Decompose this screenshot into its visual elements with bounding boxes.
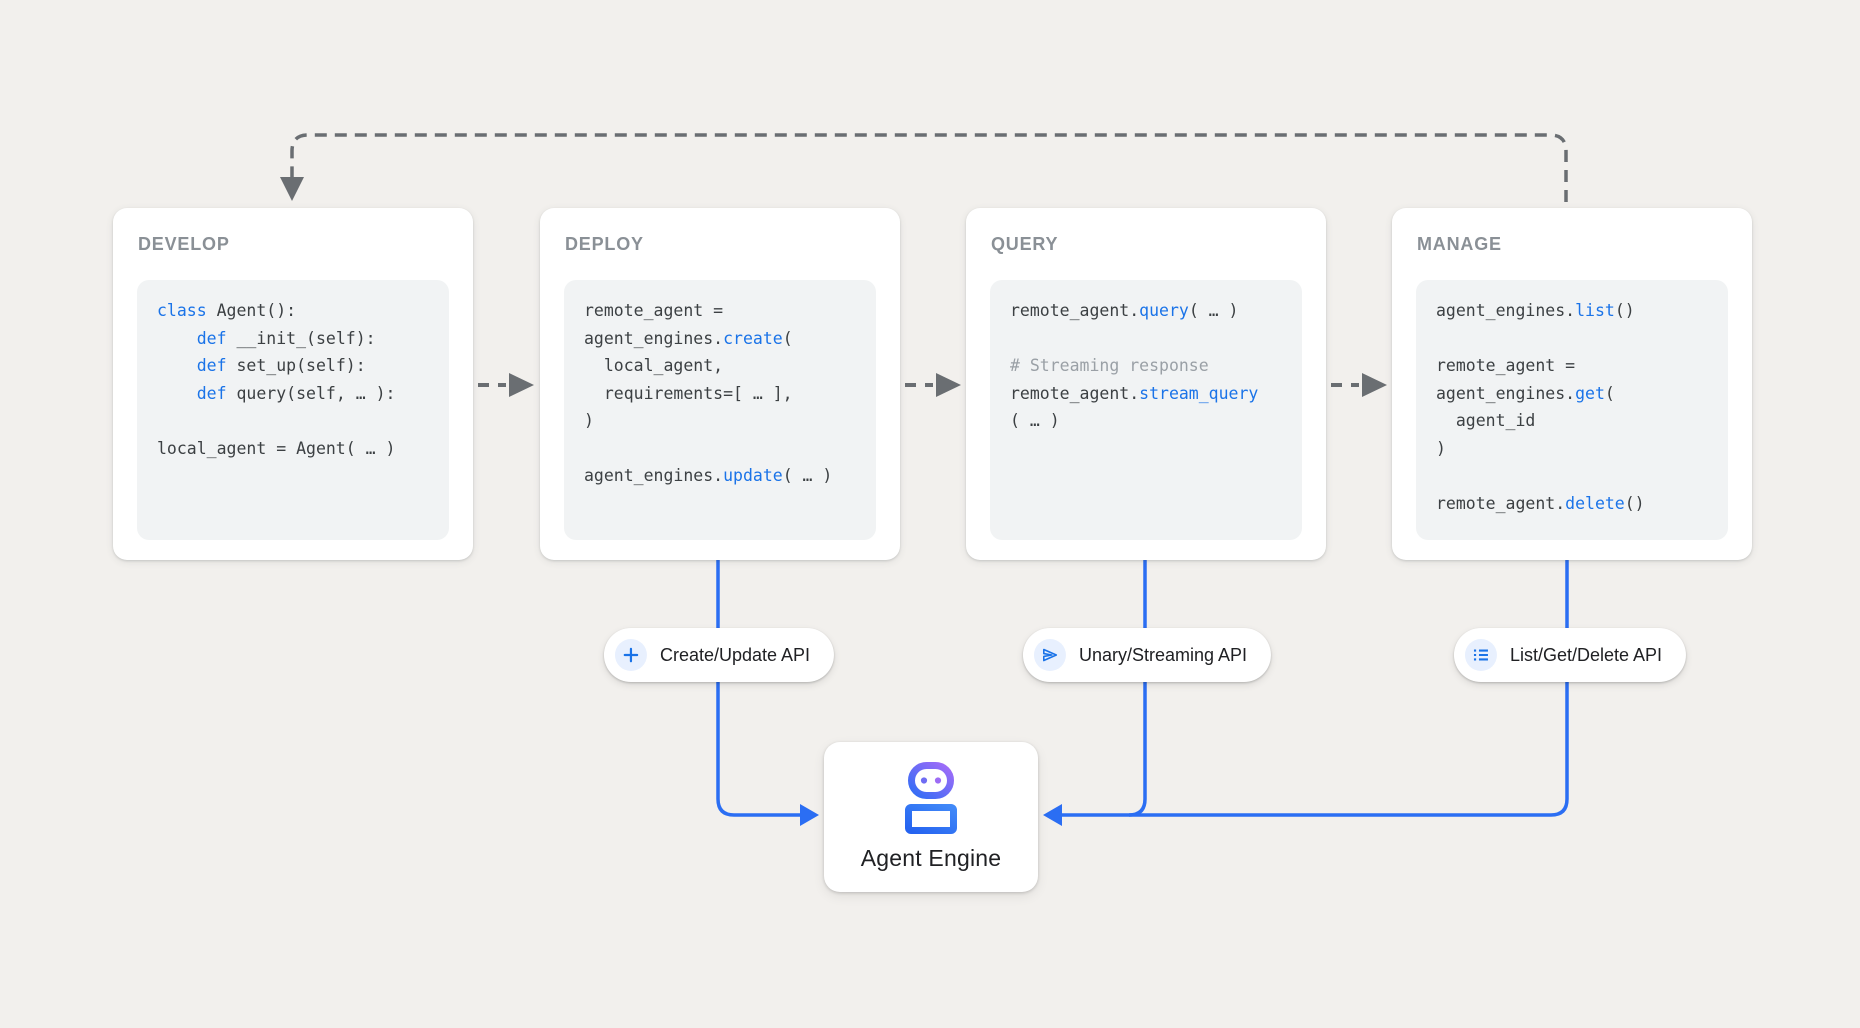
- list-icon: [1464, 639, 1497, 671]
- code-block: remote_agent = agent_engines.create( loca…: [564, 280, 876, 540]
- code-line: agent_engines.update( … ): [584, 466, 833, 485]
- panel-manage: MANAGE agent_engines.list() remote_agent…: [1392, 208, 1752, 560]
- code-line: def __init_(self):: [196, 328, 376, 348]
- code-line: local_agent = Agent( … ): [157, 438, 396, 458]
- code-line: agent_engines.list(): [1436, 301, 1635, 320]
- code-block: agent_engines.list() remote_agent = agent…: [1416, 280, 1728, 540]
- badge-create-update-api: Create/Update API: [603, 628, 835, 682]
- panel-title: MANAGE: [1417, 234, 1502, 254]
- line-query-to-engine: [1128, 560, 1147, 817]
- loop-arrow-manage-to-develop: [280, 133, 1568, 202]
- send-icon: [1033, 639, 1066, 671]
- panel-deploy: DEPLOY remote_agent = agent_engines.creat…: [540, 208, 900, 560]
- plus-icon: [614, 639, 647, 671]
- code-block: remote_agent.query( … ) # Streaming resp…: [990, 280, 1302, 540]
- code-line: ( … ): [1010, 411, 1060, 430]
- code-line: remote_agent =: [584, 301, 724, 320]
- code-line: remote_agent.delete(): [1436, 493, 1645, 513]
- agent-engine-label: Agent Engine: [860, 845, 1002, 871]
- flow-arrow-deploy-to-query: [905, 373, 961, 397]
- code-line: [1436, 462, 1708, 490]
- panel-title: DEVELOP: [138, 234, 230, 254]
- code-line: remote_agent.query( … ): [1010, 301, 1239, 320]
- code-line: agent_engines.get(: [1436, 383, 1615, 403]
- panel-develop: DEVELOP class Agent(): def __init_(self)…: [113, 208, 473, 560]
- code-line: agent_id: [1436, 411, 1536, 430]
- code-line: requirements=[ … ],: [584, 383, 793, 403]
- code-line: agent_engines.create(: [584, 328, 793, 348]
- code-block: class Agent(): def __init_(self): def se…: [137, 280, 449, 540]
- code-line: [1010, 325, 1282, 353]
- code-line: def query(self, … ):: [196, 383, 396, 403]
- code-line: def set_up(self):: [196, 356, 366, 375]
- code-line: class Agent():: [157, 301, 297, 320]
- code-line: ): [1436, 438, 1446, 458]
- code-line: [1436, 325, 1708, 353]
- agent-engine-card: Agent Engine: [824, 742, 1038, 892]
- panel-title: DEPLOY: [565, 234, 644, 254]
- badge-unary-streaming-api: Unary/Streaming API: [1022, 628, 1272, 682]
- line-deploy-to-engine: [716, 560, 819, 826]
- code-line: [157, 407, 429, 435]
- panel-title: QUERY: [991, 234, 1059, 254]
- flow-arrow-develop-to-deploy: [478, 373, 534, 397]
- line-manage-to-engine: [1043, 560, 1569, 826]
- code-line: [584, 435, 856, 463]
- panel-query: QUERY remote_agent.query( … ) # Streamin…: [966, 208, 1326, 560]
- code-line: ): [584, 411, 594, 430]
- badge-list-get-delete-api: List/Get/Delete API: [1453, 628, 1687, 682]
- badge-label: Unary/Streaming API: [1078, 644, 1248, 665]
- flow-arrow-query-to-manage: [1331, 373, 1387, 397]
- code-line: remote_agent =: [1436, 356, 1576, 375]
- robot-icon: [905, 762, 957, 834]
- badge-label: List/Get/Delete API: [1509, 644, 1663, 665]
- badge-label: Create/Update API: [659, 644, 811, 665]
- code-line: local_agent,: [584, 356, 724, 375]
- code-line: remote_agent.stream_query: [1010, 383, 1259, 403]
- code-line: # Streaming response: [1010, 356, 1209, 375]
